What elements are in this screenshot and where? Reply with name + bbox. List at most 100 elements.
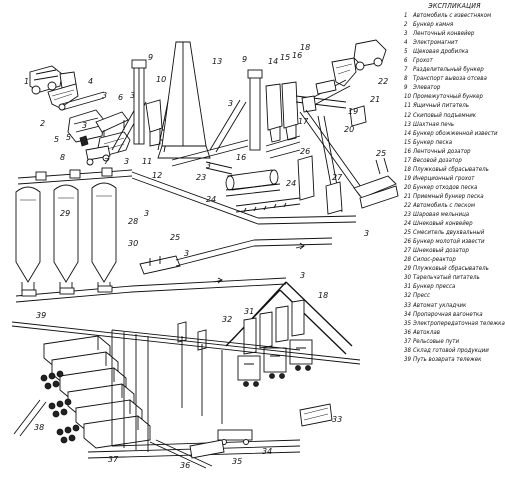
legend-item-text: Транспорт вывоза отсева xyxy=(413,75,487,83)
legend-item-number: 20 xyxy=(404,183,411,191)
belt-dosers xyxy=(265,135,301,159)
silo-reactors xyxy=(15,182,117,292)
callout-37: 37 xyxy=(108,455,119,464)
legend-item-text: Бункер пресса xyxy=(413,283,456,291)
callout-24b: 24 xyxy=(286,179,296,188)
legend-item-text: Ленточный дозатор xyxy=(413,147,471,155)
callout-13: 13 xyxy=(212,57,222,66)
legend-item-text: Бункер камня xyxy=(413,21,454,29)
autoclaves xyxy=(43,335,151,449)
callout-3d: 3 xyxy=(228,99,233,108)
callout-3e: 3 xyxy=(124,157,129,166)
legend-item-text: Бункер молотой извести xyxy=(413,238,485,246)
legend-item-number: 12 xyxy=(404,111,411,119)
legend-item-number: 29 xyxy=(404,265,411,273)
callout-25: 25 xyxy=(376,149,386,158)
elevator-left xyxy=(131,59,147,145)
mixer xyxy=(353,157,399,209)
silo-belt-conveyor xyxy=(131,171,357,225)
callout-36: 36 xyxy=(180,461,190,470)
callout-18b: 18 xyxy=(318,291,328,300)
legend-item-text: Плужковый сбрасыватель xyxy=(413,165,489,173)
legend-item-text: Скиповый подъемник xyxy=(413,111,477,119)
legend-item-text: Электропередаточная тележка xyxy=(413,319,505,327)
legend-item-number: 27 xyxy=(404,247,411,255)
callout-8: 8 xyxy=(60,153,65,162)
plow-dischargers-top xyxy=(17,167,133,185)
legend-item-number: 31 xyxy=(404,283,411,291)
legend-item-text: Промежуточный бункер xyxy=(413,93,484,101)
legend-item-text: Смеситель двухвальный xyxy=(413,229,485,237)
legend-item-text: Автомат укладчик xyxy=(413,301,467,309)
callout-18: 18 xyxy=(300,43,310,52)
callout-3b: 3 xyxy=(82,121,87,130)
callout-6: 6 xyxy=(118,93,123,102)
callout-12: 12 xyxy=(152,171,162,180)
legend-item-number: 21 xyxy=(404,192,411,200)
legend-item-text: Разделительный бункер xyxy=(413,66,484,74)
callout-3j: 3 xyxy=(300,271,305,280)
legend-item-text: Рельсовые пути xyxy=(413,337,460,345)
callout-17: 17 xyxy=(298,117,309,126)
legend-item-number: 13 xyxy=(404,120,411,128)
callout-30: 30 xyxy=(128,239,138,248)
legend-item-number: 24 xyxy=(404,220,411,228)
kiln-discharge-conveyor xyxy=(171,139,249,175)
legend-item-number: 8 xyxy=(404,75,408,83)
shaft-kiln xyxy=(157,41,211,159)
flow-arrows xyxy=(213,242,305,284)
jaw-crusher xyxy=(67,109,105,147)
screen xyxy=(95,111,129,140)
legend-item-text: Бункер песка xyxy=(413,138,453,146)
legend-item-text: Ленточный конвейер xyxy=(413,30,475,38)
callout-9: 9 xyxy=(148,53,153,62)
ground-lime-hopper xyxy=(297,155,315,201)
legend-item-number: 28 xyxy=(404,256,411,264)
legend-item-text: Плужковый сбрасыватель xyxy=(413,265,489,273)
callout-11: 11 xyxy=(142,157,152,166)
legend-item-number: 23 xyxy=(404,211,411,219)
screenings-cart xyxy=(85,145,111,166)
callout-35: 35 xyxy=(232,457,242,466)
sand-hopper-stack xyxy=(301,95,317,113)
callout-25b: 25 xyxy=(170,233,180,242)
legend-item-number: 18 xyxy=(404,165,411,173)
rail-tracks xyxy=(13,399,301,469)
finished-goods-stock xyxy=(40,370,80,444)
callout-10: 10 xyxy=(156,75,166,84)
truck-limestone xyxy=(29,65,77,95)
callout-27: 27 xyxy=(332,173,343,182)
callout-26: 26 xyxy=(300,147,310,156)
legend-item-number: 10 xyxy=(404,93,411,101)
callout-29: 29 xyxy=(60,209,70,218)
callout-16: 16 xyxy=(292,51,302,60)
legend-item-number: 33 xyxy=(404,301,411,309)
legend-item-number: 1 xyxy=(404,12,408,19)
legend-item-text: Силос-реактор xyxy=(413,256,456,264)
legend-item-number: 6 xyxy=(404,57,408,65)
callout-3c: 3 xyxy=(130,91,135,100)
legend-item-text: Автомобиль с песком xyxy=(413,201,475,209)
stacker-automat xyxy=(299,403,333,427)
legend-item-text: Шаровая мельница xyxy=(413,211,470,219)
